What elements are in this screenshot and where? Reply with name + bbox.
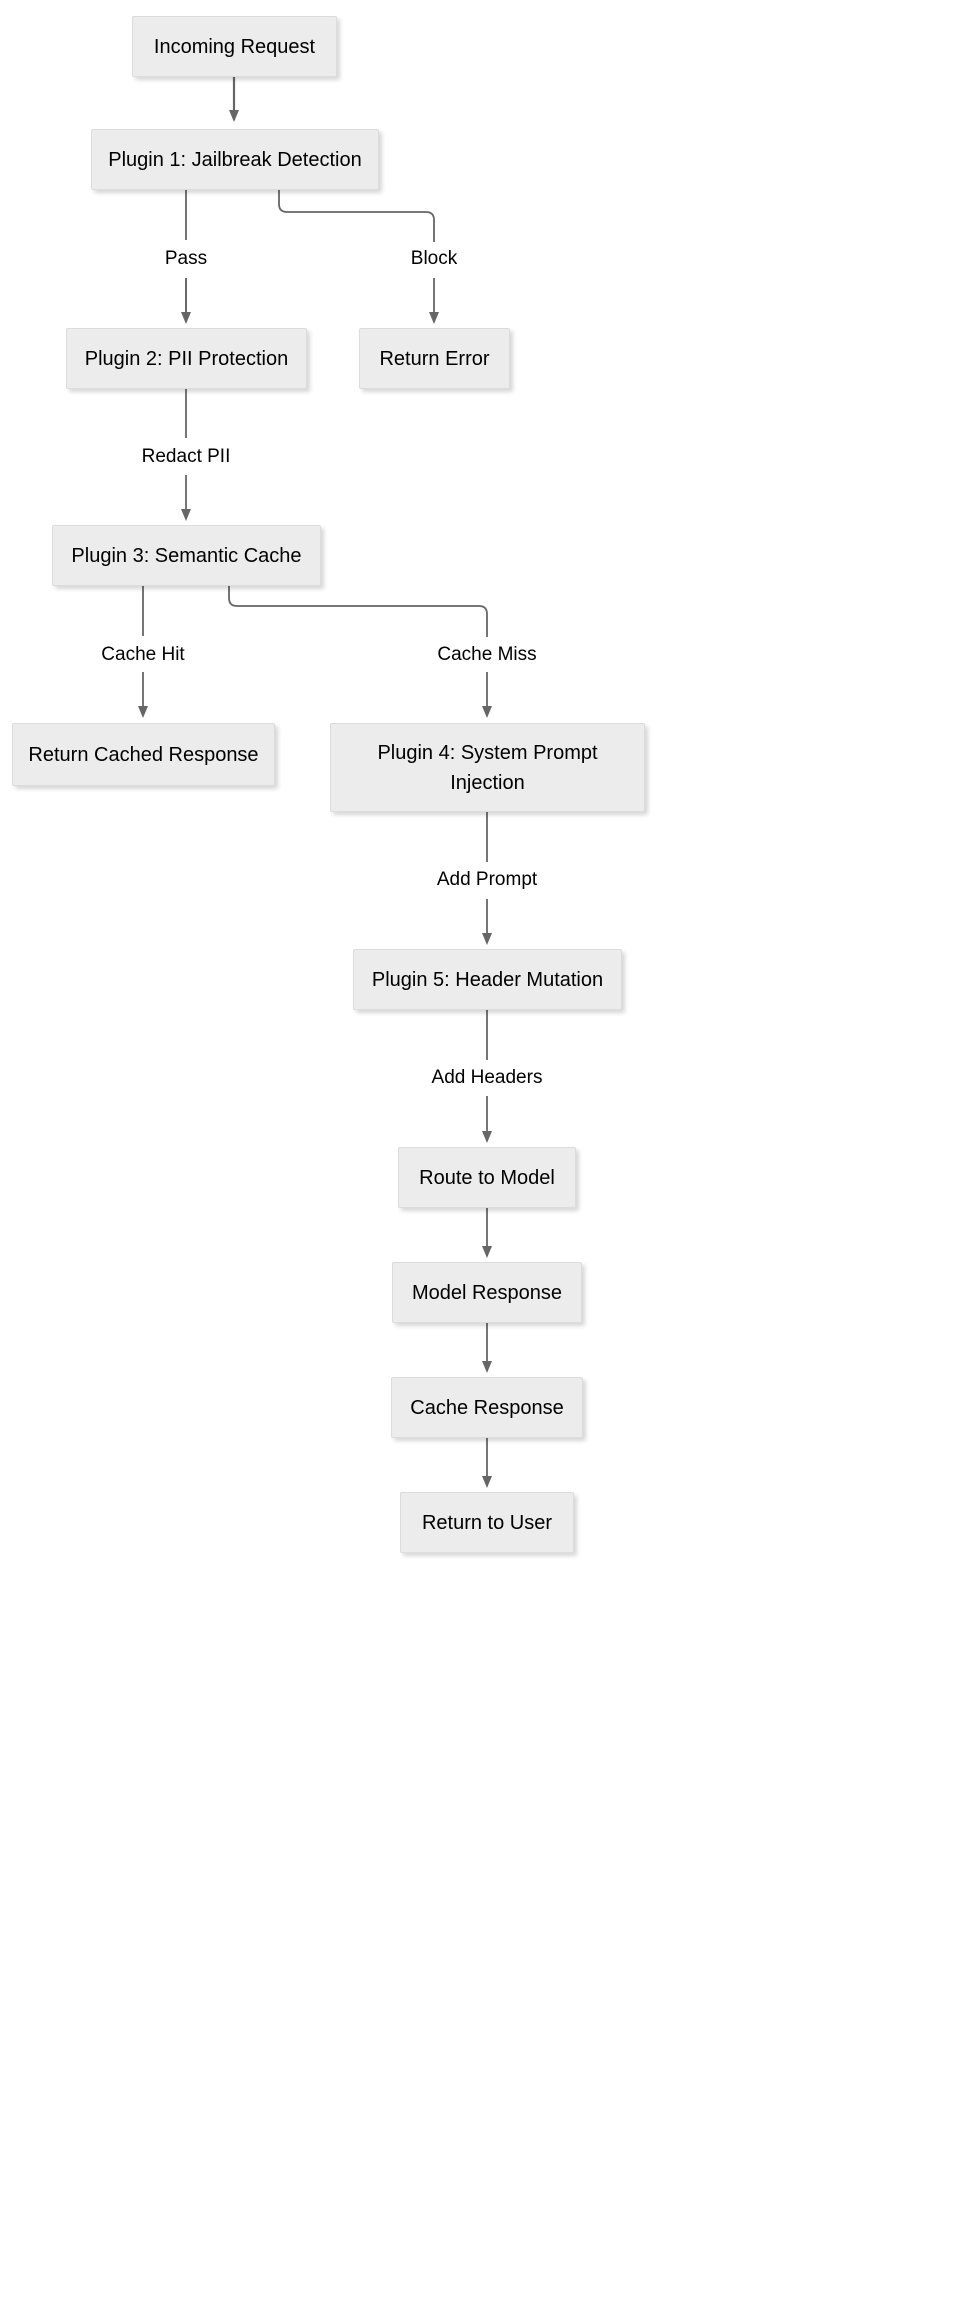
edge-label-add-prompt: Add Prompt — [432, 869, 542, 891]
node-plugin5-header-mutation-label: Plugin 5: Header Mutation — [371, 968, 604, 991]
node-route-to-model-label: Route to Model — [419, 1166, 555, 1189]
edge-plugin1-to-return-error — [278, 190, 435, 242]
node-plugin3-semantic-cache-label: Plugin 3: Semantic Cache — [71, 544, 302, 567]
node-incoming-request[interactable]: Incoming Request — [132, 16, 337, 77]
edge-label-add-headers: Add Headers — [427, 1067, 547, 1089]
node-model-response[interactable]: Model Response — [392, 1262, 582, 1323]
node-return-error-label: Return Error — [379, 347, 490, 370]
node-plugin2-pii-protection[interactable]: Plugin 2: PII Protection — [66, 328, 307, 389]
node-plugin4-system-prompt-injection[interactable]: Plugin 4: System Prompt Injection — [330, 723, 645, 812]
node-cache-response-label: Cache Response — [410, 1396, 564, 1419]
edge-label-pass: Pass — [160, 248, 212, 270]
node-plugin4-system-prompt-injection-label: Plugin 4: System Prompt Injection — [377, 741, 598, 794]
node-plugin1-jailbreak-detection[interactable]: Plugin 1: Jailbreak Detection — [91, 129, 379, 190]
node-plugin1-jailbreak-detection-label: Plugin 1: Jailbreak Detection — [108, 148, 362, 171]
node-plugin2-pii-protection-label: Plugin 2: PII Protection — [84, 347, 289, 370]
node-return-cached-response[interactable]: Return Cached Response — [12, 723, 275, 786]
node-return-to-user-label: Return to User — [421, 1511, 553, 1534]
node-plugin3-semantic-cache[interactable]: Plugin 3: Semantic Cache — [52, 525, 321, 586]
node-model-response-label: Model Response — [411, 1281, 563, 1304]
edge-plugin3-to-plugin4 — [228, 586, 488, 637]
node-incoming-request-label: Incoming Request — [153, 35, 316, 58]
node-cache-response[interactable]: Cache Response — [391, 1377, 583, 1438]
edge-label-cache-hit: Cache Hit — [97, 644, 189, 666]
edge-label-redact-pii: Redact PII — [137, 446, 235, 468]
node-return-error[interactable]: Return Error — [359, 328, 510, 389]
node-route-to-model[interactable]: Route to Model — [398, 1147, 576, 1208]
edge-label-cache-miss: Cache Miss — [433, 644, 541, 666]
node-plugin5-header-mutation[interactable]: Plugin 5: Header Mutation — [353, 949, 622, 1010]
node-return-to-user[interactable]: Return to User — [400, 1492, 574, 1553]
edge-label-block: Block — [406, 248, 462, 270]
node-return-cached-response-label: Return Cached Response — [28, 743, 259, 766]
